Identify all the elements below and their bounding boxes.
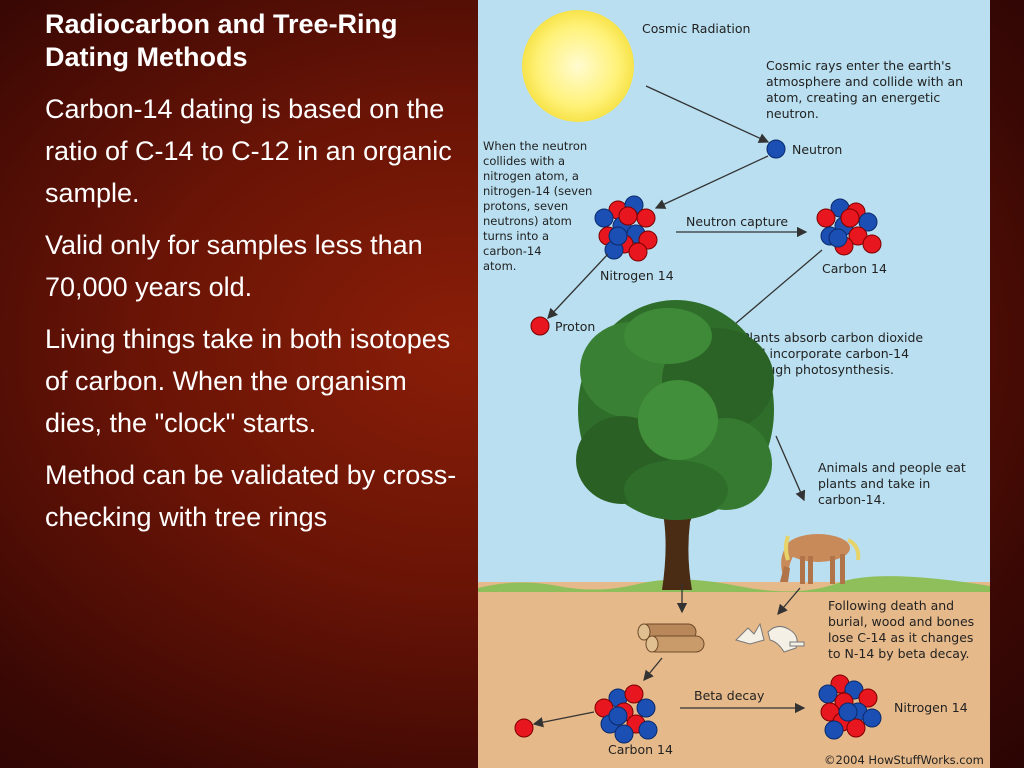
wood-logs-icon (637, 623, 705, 653)
carbon14-bottom-nucleus-icon (594, 684, 658, 744)
slide-text-panel: Radiocarbon and Tree-Ring Dating Methods… (45, 8, 465, 548)
svg-text:atmosphere and collide with an: atmosphere and collide with an (766, 74, 963, 89)
svg-text:When the neutron: When the neutron (483, 139, 587, 153)
bullet-validation: Method can be validated by cross-checkin… (45, 460, 457, 532)
grass-strip (478, 576, 990, 592)
nitrogen14-bottom-nucleus-icon (818, 674, 882, 740)
svg-text:to N-14 by beta decay.: to N-14 by beta decay. (828, 646, 969, 661)
slide-title: Radiocarbon and Tree-Ring Dating Methods (45, 9, 398, 72)
svg-text:atom, creating an energetic: atom, creating an energetic (766, 90, 940, 105)
proton-icon (530, 316, 550, 336)
horse-icon (780, 534, 861, 584)
svg-text:neutrons) atom: neutrons) atom (483, 214, 572, 228)
carbon14-nucleus-icon (816, 198, 882, 256)
label-neutron-capture: Neutron capture (686, 214, 788, 229)
text-cosmic-rays: Cosmic rays enter the earth's atmosphere… (766, 58, 963, 121)
svg-text:turns into a: turns into a (483, 229, 549, 243)
svg-text:lose C-14 as it changes: lose C-14 as it changes (828, 630, 973, 645)
bullet-valid-range: Valid only for samples less than 70,000 … (45, 230, 423, 302)
ground-background (478, 582, 990, 768)
tree-icon (576, 300, 774, 590)
proton-bottom-icon (514, 718, 534, 738)
arrow-to-proton (547, 253, 609, 319)
label-carbon14: Carbon 14 (822, 261, 887, 276)
text-neutron-collision: When the neutron collides with a nitroge… (483, 139, 592, 273)
svg-text:carbon-14: carbon-14 (483, 244, 542, 258)
label-carbon14-bottom: Carbon 14 (608, 742, 673, 757)
label-nitrogen14: Nitrogen 14 (600, 268, 674, 283)
sun-icon (522, 10, 634, 122)
label-neutron: Neutron (792, 142, 842, 157)
arrow-animal-to-bones (777, 587, 801, 615)
nitrogen14-nucleus-icon (594, 195, 658, 262)
arrow-neutron-to-nitrogen (654, 155, 769, 209)
neutron-icon (766, 139, 786, 159)
svg-text:Cosmic rays enter the earth's: Cosmic rays enter the earth's (766, 58, 951, 73)
label-nitrogen14-bottom: Nitrogen 14 (894, 700, 968, 715)
svg-text:plants and take in: plants and take in (818, 476, 930, 491)
text-death-decay: Following death and burial, wood and bon… (828, 598, 974, 661)
label-beta-decay: Beta decay (694, 688, 765, 703)
svg-text:nitrogen atom, a: nitrogen atom, a (483, 169, 579, 183)
svg-text:nitrogen-14 (seven: nitrogen-14 (seven (483, 184, 592, 198)
text-animals: Animals and people eat plants and take i… (818, 460, 966, 507)
svg-text:neutron.: neutron. (766, 106, 819, 121)
svg-text:Animals and people eat: Animals and people eat (818, 460, 966, 475)
svg-text:collides with a: collides with a (483, 154, 565, 168)
label-cosmic-radiation: Cosmic Radiation (642, 21, 750, 36)
arrow-plant-to-animal (775, 435, 806, 502)
svg-text:carbon-14.: carbon-14. (818, 492, 886, 507)
bullet-carbon14-ratio: Carbon-14 dating is based on the ratio o… (45, 94, 452, 208)
arrow-cosmic-to-neutron (645, 85, 770, 143)
carbon-cycle-diagram: Cosmic Radiation Cosmic rays enter the e… (478, 0, 990, 768)
svg-text:through photosynthesis.: through photosynthesis. (742, 362, 894, 377)
bullet-living-things: Living things take in both isotopes of c… (45, 324, 451, 438)
arrow-carbon-to-proton (532, 711, 595, 728)
svg-text:and incorporate carbon-14: and incorporate carbon-14 (742, 346, 909, 361)
svg-text:burial, wood and bones: burial, wood and bones (828, 614, 974, 629)
text-plants: Plants absorb carbon dioxide and incorpo… (742, 330, 923, 377)
label-proton: Proton (555, 319, 595, 334)
arrow-wood-to-carbon (643, 657, 663, 682)
svg-text:atom.: atom. (483, 259, 516, 273)
bones-icon (735, 622, 805, 653)
svg-text:protons, seven: protons, seven (483, 199, 568, 213)
arrow-carbon-to-tree (727, 249, 823, 331)
copyright-text: ©2004 HowStuffWorks.com (824, 753, 984, 767)
svg-text:Plants absorb carbon dioxide: Plants absorb carbon dioxide (742, 330, 923, 345)
svg-text:Following death and: Following death and (828, 598, 954, 613)
